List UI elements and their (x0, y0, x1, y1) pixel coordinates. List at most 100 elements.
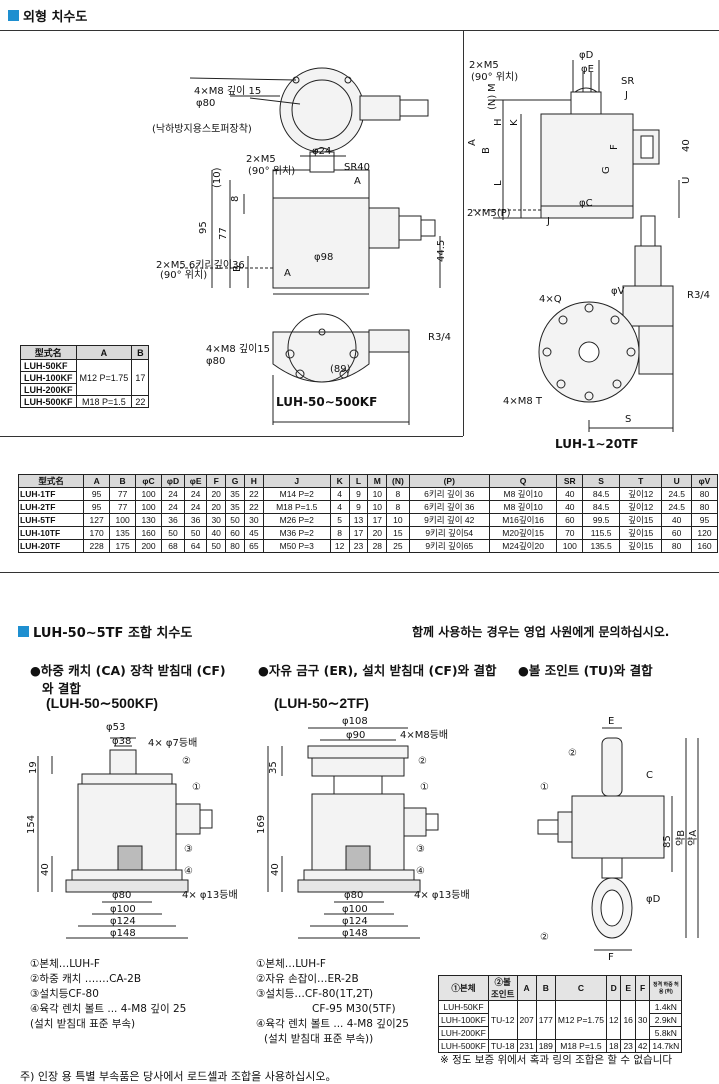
table-row: LUH-200KF 5.8kN (438, 1026, 683, 1040)
label-d77: 77 (218, 227, 229, 240)
label-j: J (624, 90, 628, 101)
section-title-text: 외형 치수도 (23, 10, 88, 25)
table-cell: 18 (605, 1039, 622, 1053)
label-b1: B (232, 265, 243, 272)
table-cell: 60 (661, 526, 692, 540)
ball-joint-table: ①본체 ②볼 조인트 A B C D E F 정격 하중 허용 (허) LUH-… (438, 975, 683, 1053)
table-cell: 9키리 깊이65 (408, 539, 490, 553)
label-a1: A (354, 176, 361, 187)
label-n: (N) (487, 95, 498, 110)
table-cell: 15 (386, 526, 410, 540)
table-header: J (262, 474, 331, 488)
table-cell: 100 (135, 487, 163, 501)
table-cell: 4 (329, 500, 350, 514)
label-phi98: φ98 (314, 252, 333, 263)
callout-3: ③ (184, 844, 193, 855)
table-cell: 228 (83, 539, 111, 553)
callout-1: ① (540, 782, 549, 793)
table-cell: 175 (109, 539, 137, 553)
table-cell: 13 (348, 513, 369, 527)
table-cell: 10 (367, 500, 388, 514)
list-item: ④육각 렌치 볼트 ... 4-M8 깊이25 (256, 1018, 409, 1030)
table-header: D (605, 975, 622, 1001)
callout-4: ④ (184, 866, 193, 877)
table-cell: 20 (206, 487, 227, 501)
table-cell: 22 (131, 395, 150, 408)
table-header: φE (183, 474, 208, 488)
table-cell: 45 (243, 526, 264, 540)
combo2-subheading: (LUH-50∼2TF) (274, 695, 369, 711)
table-cell: 35 (225, 487, 245, 501)
table-cell: LUH-500KF (438, 1039, 489, 1053)
bottom-view (272, 313, 410, 425)
table-header: A (516, 975, 537, 1001)
diagram-combo2: φ108 φ90 4×M8등배 35 169 40 φ80 φ100 φ124 … (256, 716, 470, 939)
table-cell: 42 (634, 1039, 651, 1053)
table-cell: 100 (109, 513, 137, 527)
label-b: B (481, 147, 492, 154)
table-cell: 115.5 (582, 526, 620, 540)
table-cell: 24 (183, 487, 208, 501)
table-cell: 6키리 깊이 36 (408, 500, 490, 514)
label-phi148: φ148 (110, 928, 136, 939)
table-header: 型式名 (20, 345, 77, 360)
callout-1: ① (420, 782, 429, 793)
label-d169: 169 (256, 815, 267, 834)
label-h: H (493, 118, 504, 126)
table-cell: M12 P=1.75 (554, 1000, 607, 1040)
label-a2: A (284, 268, 291, 279)
diagram-luh-50-500kf: 4×M8 깊이 15 φ80 (낙하방지용스토퍼장착) 2×M5 (90° 위치… (152, 67, 451, 425)
combo3-heading: ●볼 조인트 (TU)와 결합 (518, 663, 653, 678)
table-cell: 100 (556, 539, 584, 553)
diagram-caption-left: LUH-50∼500KF (276, 395, 377, 409)
label-d95: 95 (198, 221, 209, 234)
label-phi38: φ38 (112, 736, 131, 747)
label-m5-a2: (90° 위치) (248, 164, 295, 177)
top-view (189, 67, 429, 153)
table-cell: M18 P=1.5 (262, 500, 331, 514)
table-row: LUH-500KF M18 P=1.5 22 (20, 395, 150, 408)
label-phi148: φ148 (342, 928, 368, 939)
table-cell: 77 (109, 500, 137, 514)
table-cell: M26 P=2 (262, 513, 331, 527)
label-phi108: φ108 (342, 716, 368, 727)
table-header-row: ①본체 ②볼 조인트 A B C D E F 정격 하중 허용 (허) (438, 975, 683, 1001)
table-cell: 12 (605, 1000, 622, 1040)
footer-note: 주) 인장 용 특별 부속품은 당사에서 로드셀과 조합을 사용하십시오。 (20, 1070, 337, 1083)
bottom-view (538, 215, 674, 432)
table-cell: 30 (634, 1000, 651, 1040)
table-header: (P) (408, 474, 490, 488)
label-q: 4×Q (539, 294, 562, 305)
table-cell: 8 (386, 487, 410, 501)
table-cell: 4 (329, 487, 350, 501)
label-m: M (487, 83, 498, 92)
table-header: Q (488, 474, 558, 488)
list-item: (설치 받침대 표준 부속)) (264, 1033, 374, 1045)
table-cell: 깊이15 (618, 513, 663, 527)
table-cell: 95 (83, 487, 111, 501)
diagram-luh-1-20tf: 2×M5 (90° 위치) φD φE SR J (N) M H K A B F… (467, 50, 710, 451)
label-bot-bolt: 4×M8 깊이15 (206, 343, 270, 355)
table-header: A (83, 474, 111, 488)
table-cell: 35 (225, 500, 245, 514)
table-cell: 80 (225, 539, 245, 553)
table-cell: 깊이15 (618, 526, 663, 540)
table-cell: LUH-20TF (17, 539, 85, 553)
table-cell: 17 (131, 359, 150, 396)
table-cell: 64 (183, 539, 208, 553)
table-cell: 170 (83, 526, 111, 540)
divider (0, 572, 719, 573)
combo1-heading: ●하중 캐치 (CA) 장착 받침대 (CF) (30, 663, 226, 678)
label-d40: 40 (270, 863, 281, 876)
label-l: L (493, 180, 504, 186)
table-cell: 22 (243, 487, 264, 501)
table-cell: 24 (161, 487, 185, 501)
label-phiD: φD (646, 894, 661, 905)
section-title-outer-dims: 외형 치수도 (8, 6, 87, 25)
label-holes13: 4× φ13등배 (414, 889, 470, 901)
table-header: φD (161, 474, 185, 488)
label-d89: (89) (330, 364, 351, 375)
